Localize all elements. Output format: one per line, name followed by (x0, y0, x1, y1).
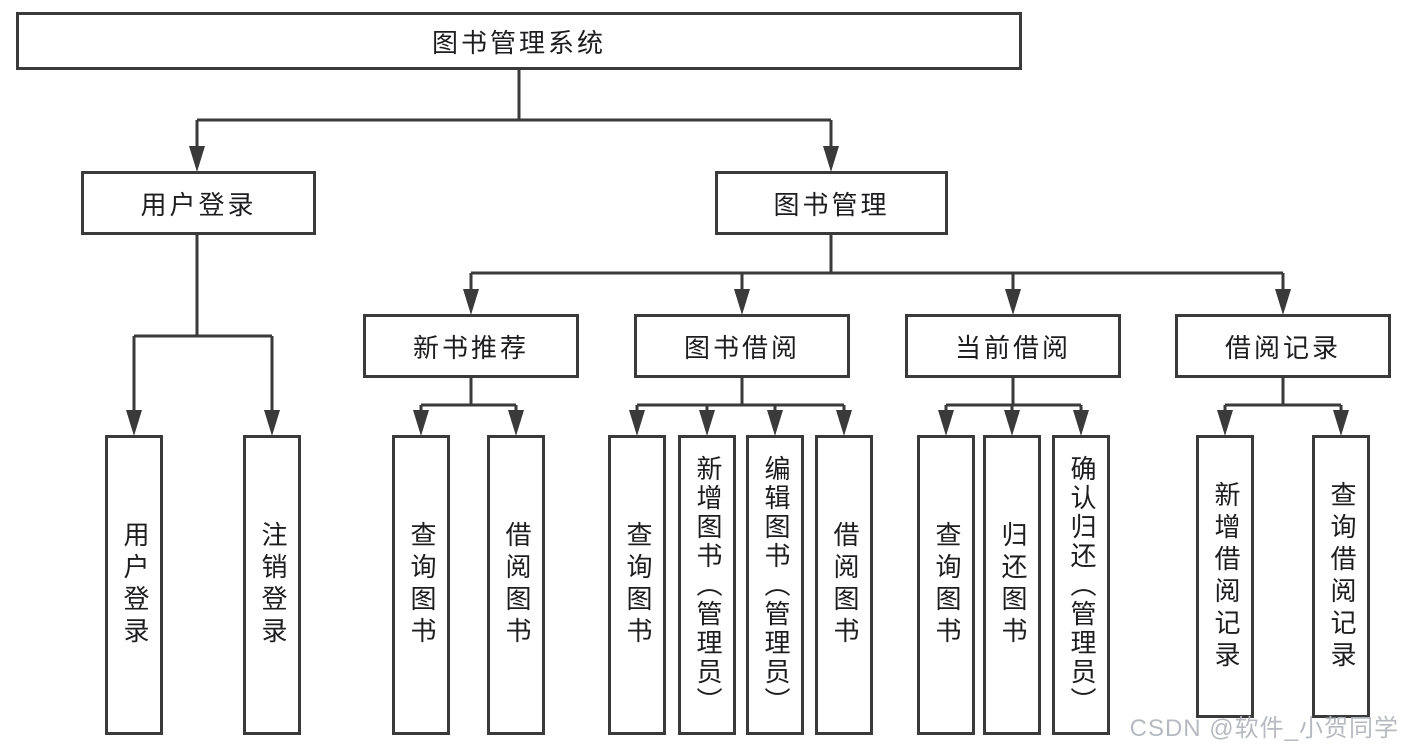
leaf-user-login: 用户登录 (105, 435, 163, 735)
leaf-confirm-return-admin: 确认归还（管理员） (1052, 435, 1110, 735)
node-user-login: 用户登录 (81, 171, 316, 235)
node-current-borrow-label: 当前借阅 (954, 332, 1071, 363)
connector-new-book (419, 378, 518, 411)
leaf-add-book-admin: 新增图书（管理员） (678, 435, 736, 735)
node-book-borrow: 图书借阅 (634, 314, 850, 378)
leaf-confirm-return-admin-label: 确认归还（管理员） (1066, 454, 1097, 716)
node-borrow-record-label: 借阅记录 (1224, 332, 1341, 363)
connector-borrow-record (1223, 378, 1343, 411)
leaf-logout: 注销登录 (243, 435, 301, 735)
leaf-borrow-book-1-label: 借阅图书 (501, 521, 532, 649)
node-root-system: 图书管理系统 (16, 12, 1022, 70)
csdn-watermark: CSDN @软件_小贺同学 (1129, 715, 1399, 742)
leaf-return-book: 归还图书 (983, 435, 1041, 735)
leaf-borrow-book-2: 借阅图书 (815, 435, 873, 735)
node-user-login-label: 用户登录 (140, 189, 257, 220)
leaf-edit-book-admin: 编辑图书（管理员） (746, 435, 804, 735)
leaf-query-book-1-label: 查询图书 (406, 521, 437, 649)
node-book-borrow-label: 图书借阅 (683, 332, 800, 363)
connector-root (195, 70, 833, 148)
node-book-management-label: 图书管理 (773, 189, 890, 220)
leaf-return-book-label: 归还图书 (997, 521, 1028, 649)
connector-book-borrow (635, 378, 846, 411)
leaf-user-login-label: 用户登录 (119, 521, 150, 649)
node-book-management: 图书管理 (715, 171, 948, 235)
connector-current-borrow (944, 378, 1083, 411)
node-current-borrow: 当前借阅 (905, 314, 1121, 378)
leaf-query-book-2-label: 查询图书 (622, 521, 653, 649)
leaf-borrow-book-2-label: 借阅图书 (829, 521, 860, 649)
leaf-query-book-2: 查询图书 (608, 435, 666, 735)
leaf-add-book-admin-label: 新增图书（管理员） (692, 454, 723, 716)
node-borrow-record: 借阅记录 (1175, 314, 1391, 378)
leaf-query-borrow-record-label: 查询借阅记录 (1326, 480, 1357, 673)
leaf-edit-book-admin-label: 编辑图书（管理员） (760, 454, 791, 716)
leaf-add-borrow-record-label: 新增借阅记录 (1210, 480, 1241, 673)
leaf-query-book-3: 查询图书 (917, 435, 975, 735)
leaf-add-borrow-record: 新增借阅记录 (1196, 435, 1254, 718)
arrowheads (126, 146, 1349, 436)
node-new-book-recommend-label: 新书推荐 (412, 332, 529, 363)
node-new-book-recommend: 新书推荐 (363, 314, 579, 378)
node-root-system-label: 图书管理系统 (431, 27, 606, 58)
connector-user-login (132, 235, 274, 410)
leaf-query-book-1: 查询图书 (392, 435, 450, 735)
leaf-logout-label: 注销登录 (257, 521, 288, 649)
leaf-query-borrow-record: 查询借阅记录 (1312, 435, 1370, 718)
leaf-query-book-3-label: 查询图书 (931, 521, 962, 649)
leaf-borrow-book-1: 借阅图书 (487, 435, 545, 735)
connector-book-mgmt (469, 235, 1285, 289)
